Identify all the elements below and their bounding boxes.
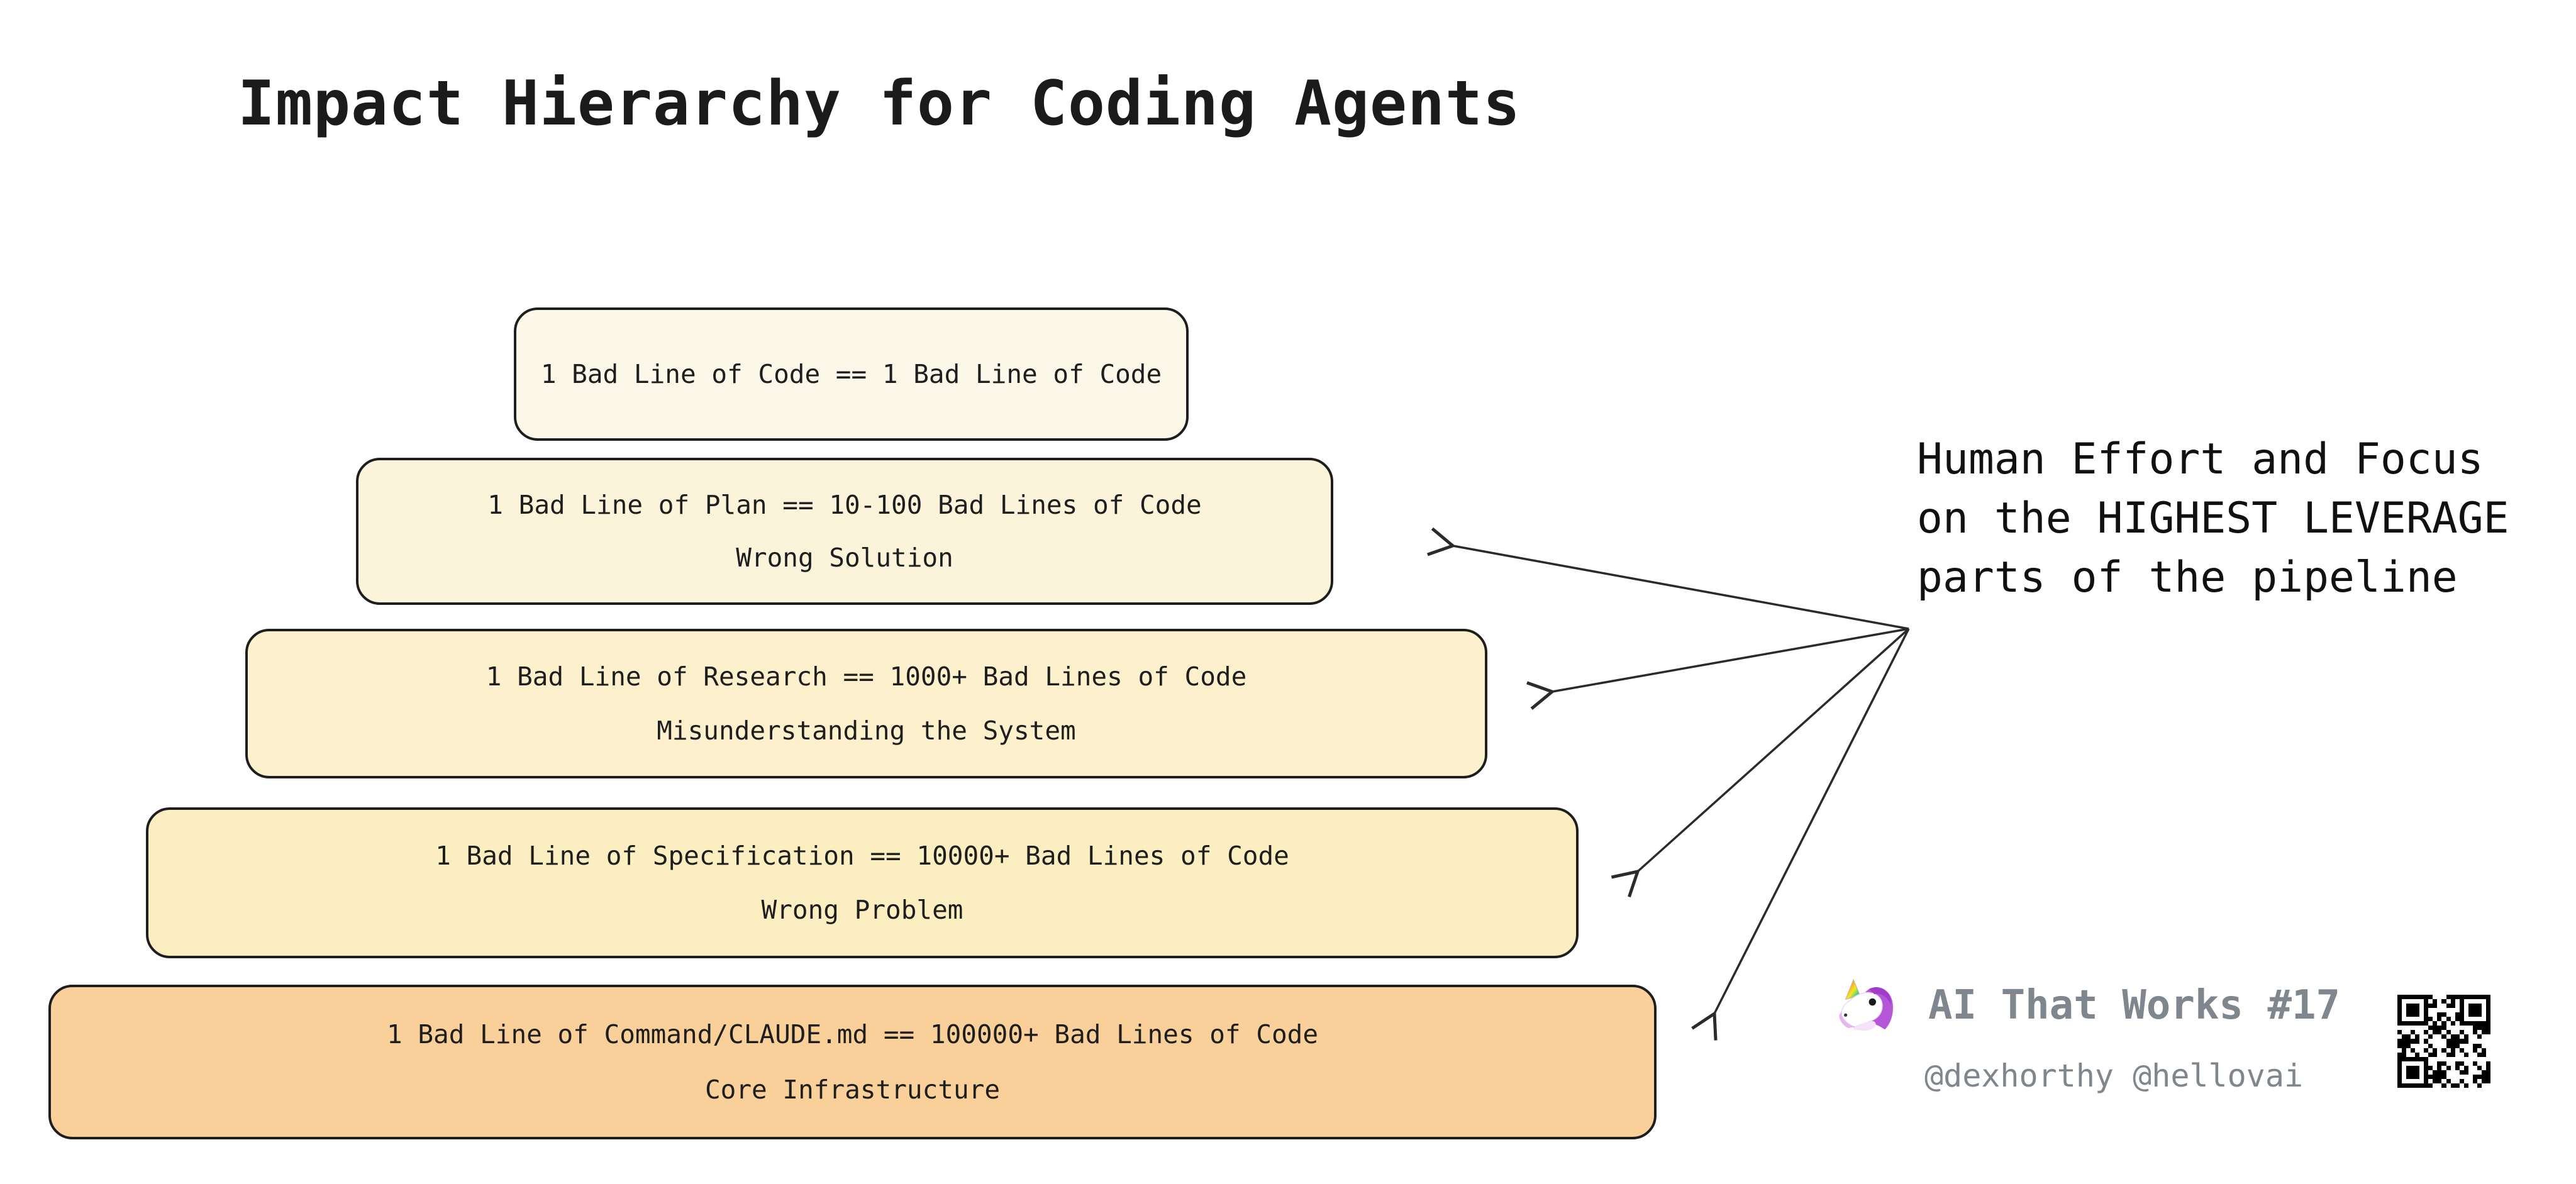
level-label: Wrong Solution xyxy=(736,543,953,573)
pyramid-level-code: 1 Bad Line of Code == 1 Bad Line of Code xyxy=(514,307,1189,441)
level-equation: 1 Bad Line of Command/CLAUDE.md == 10000… xyxy=(386,1019,1319,1049)
level-equation: 1 Bad Line of Research == 1000+ Bad Line… xyxy=(486,661,1247,692)
pyramid-level-specification: 1 Bad Line of Specification == 10000+ Ba… xyxy=(146,807,1579,958)
annotation-line: Human Effort and Focus xyxy=(1917,434,2484,484)
level-label: Misunderstanding the System xyxy=(657,716,1076,746)
unicorn-icon xyxy=(1839,978,1893,1031)
qr-code-icon xyxy=(2397,995,2490,1088)
author-handles: @dexhorthy @hellovai xyxy=(1924,1058,2304,1094)
level-equation: 1 Bad Line of Specification == 10000+ Ba… xyxy=(435,840,1289,871)
pyramid-level-research: 1 Bad Line of Research == 1000+ Bad Line… xyxy=(245,629,1487,778)
annotation-note: Human Effort and Focus on the HIGHEST LE… xyxy=(1917,430,2509,607)
arrow-to-specification-level xyxy=(1638,628,1910,871)
page-title: Impact Hierarchy for Coding Agents xyxy=(238,68,1521,140)
arrow-to-command-level xyxy=(1714,628,1910,1014)
level-equation: 1 Bad Line of Plan == 10-100 Bad Lines o… xyxy=(487,489,1202,520)
attribution-block: AI That Works #17 @dexhorthy @hellovai xyxy=(1835,968,2527,1126)
annotation-line: on the HIGHEST LEVERAGE xyxy=(1917,494,2509,543)
arrow-to-research-level xyxy=(1552,628,1909,692)
annotation-line: parts of the pipeline xyxy=(1917,553,2458,602)
pyramid-level-plan: 1 Bad Line of Plan == 10-100 Bad Lines o… xyxy=(356,458,1333,605)
arrow-to-plan-level xyxy=(1453,546,1909,630)
series-title: AI That Works #17 xyxy=(1928,982,2341,1029)
level-label: Core Infrastructure xyxy=(705,1075,1000,1105)
level-label: Wrong Problem xyxy=(761,895,963,926)
level-equation: 1 Bad Line of Code == 1 Bad Line of Code xyxy=(540,359,1162,389)
pyramid-level-command: 1 Bad Line of Command/CLAUDE.md == 10000… xyxy=(48,985,1657,1139)
